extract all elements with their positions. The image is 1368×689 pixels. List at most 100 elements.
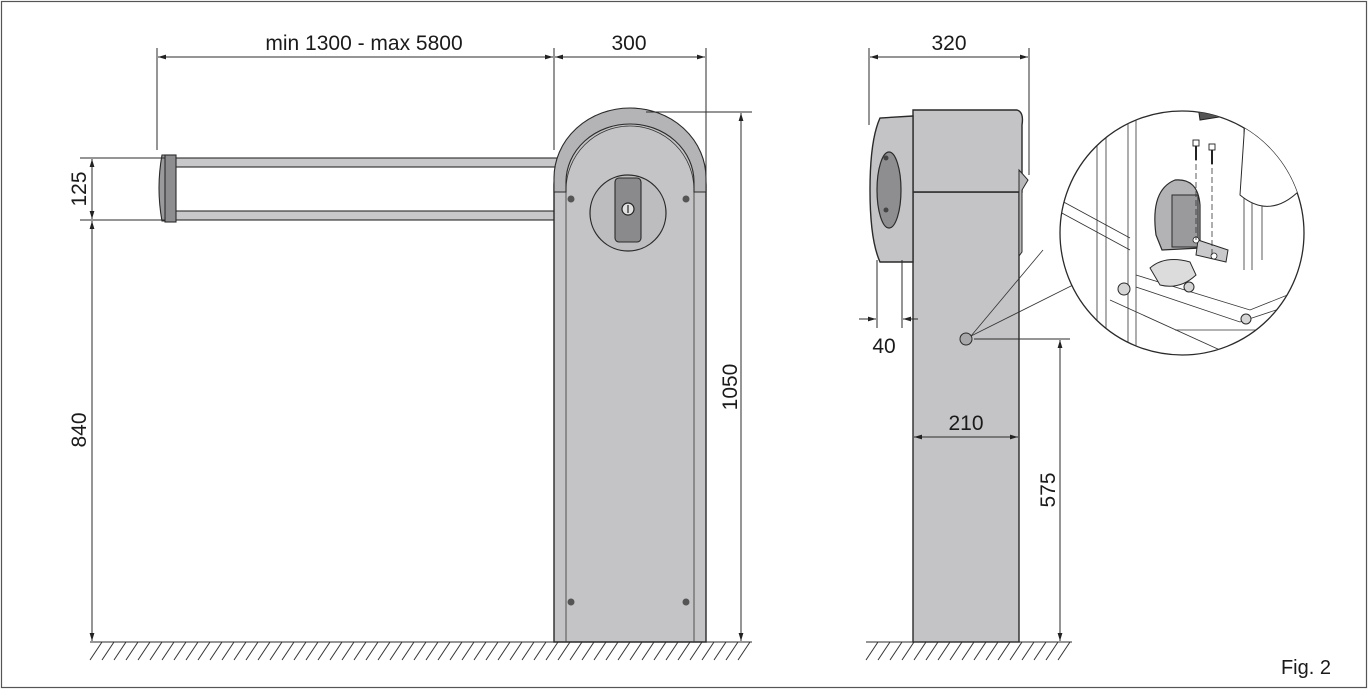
ground-hatch-line [485,641,499,661]
ground-hatch-line [937,641,951,661]
dim-axis-height-label: 840 [68,412,91,447]
screw [567,598,575,606]
cabinet-side [912,191,1020,643]
ground-hatch-line [1021,641,1035,661]
ground-hatch-line [913,641,927,661]
boom-upper-tube [169,157,561,168]
ground-hatch-line [497,641,511,661]
ground-hatch-line [353,641,367,661]
ground-hatch-line [329,641,343,661]
ground-hatch-line [233,641,247,661]
ground-hatch-line [665,641,679,661]
ground-hatch-line [593,641,607,661]
detail-marker [959,332,973,346]
ground-hatch-line [185,641,199,661]
dim-cabinet-height-label: 1050 [719,364,742,411]
ground-hatch-line [377,641,391,661]
ground-hatch-side [865,641,1071,661]
ground-hatch-line [569,641,583,661]
ground-hatch-line [629,641,643,661]
ground-hatch-line [737,641,751,661]
ground-hatch-line [581,641,595,661]
ground-hatch-line [653,641,667,661]
dim-detail-height-label: 575 [1037,472,1060,507]
ground-hatch-line [293,641,307,661]
ground-hatch-line [961,641,975,661]
ground-hatch-line [877,641,891,661]
ground-hatch-line [449,641,463,661]
ground-hatch-line [689,641,703,661]
ground-hatch-line [173,641,187,661]
ground-hatch-line [1045,641,1059,661]
ground-hatch-line [209,641,223,661]
ground-hatch-line [521,641,535,661]
hub-window [876,151,902,229]
ground-hatch-line [509,641,523,661]
cabinet-top-cover [912,109,1024,193]
ground-hatch-line [317,641,331,661]
ground-hatch-line [985,641,999,661]
figure-label: Fig. 2 [1281,657,1331,679]
screw [682,598,690,606]
detail-view [1059,110,1305,356]
dim-boom-length-label: min 1300 - max 5800 [265,32,462,55]
ground-hatch-line [557,641,571,661]
dim-cover-offset-label: 40 [872,335,895,358]
ground-hatch-line [89,641,103,661]
ground-hatch-line [269,641,283,661]
ground-hatch-line [949,641,963,661]
ground-hatch-line [1057,641,1071,661]
ground-hatch-front [89,641,751,661]
ground-hatch-line [341,641,355,661]
screw [567,195,575,203]
dim-side-width-label: 210 [948,412,983,435]
dim-side-depth-label: 320 [931,32,966,55]
dim-boom-height-label: 125 [68,171,91,206]
ground-hatch-line [149,641,163,661]
ground-hatch-line [425,641,439,661]
front-view: min 1300 - max 5800 300 125 840 1050 [68,32,752,661]
ground-hatch-line [413,641,427,661]
ground-hatch-line [533,641,547,661]
ground-hatch-line [901,641,915,661]
ground-hatch-line [221,641,235,661]
ground-hatch-line [617,641,631,661]
ground-hatch-line [113,641,127,661]
ground-hatch-line [713,641,727,661]
ground-hatch-line [1033,641,1047,661]
ground-hatch-line [889,641,903,661]
dim-cabinet-depth-label: 300 [611,32,646,55]
ground-hatch-line [973,641,987,661]
ground-hatch-line [365,641,379,661]
ground-hatch-line [137,641,151,661]
ground-hatch-line [677,641,691,661]
ground-hatch-line [641,641,655,661]
ground-hatch-line [305,641,319,661]
ground-hatch-line [389,641,403,661]
ground-hatch-line [925,641,939,661]
ground-hatch-line [401,641,415,661]
ground-hatch-line [245,641,259,661]
ground-hatch-line [281,641,295,661]
ground-hatch-line [101,641,115,661]
ground-hatch-line [545,641,559,661]
ground-hatch-line [725,641,739,661]
ground-hatch-line [997,641,1011,661]
screw [682,195,690,203]
ground-hatch-line [125,641,139,661]
ground-hatch-line [161,641,175,661]
cabinet-dome-cap [553,107,707,193]
ground-hatch-line [605,641,619,661]
ground-hatch-line [197,641,211,661]
detail-leader-line [970,249,1044,337]
ground-hatch-line [257,641,271,661]
ground-hatch-line [865,641,879,661]
ground-hatch-line [437,641,451,661]
ground-hatch-line [473,641,487,661]
detail-leader-line [970,283,1076,337]
boom-lower-tube [169,210,561,221]
boom-end-bracket [164,154,177,223]
